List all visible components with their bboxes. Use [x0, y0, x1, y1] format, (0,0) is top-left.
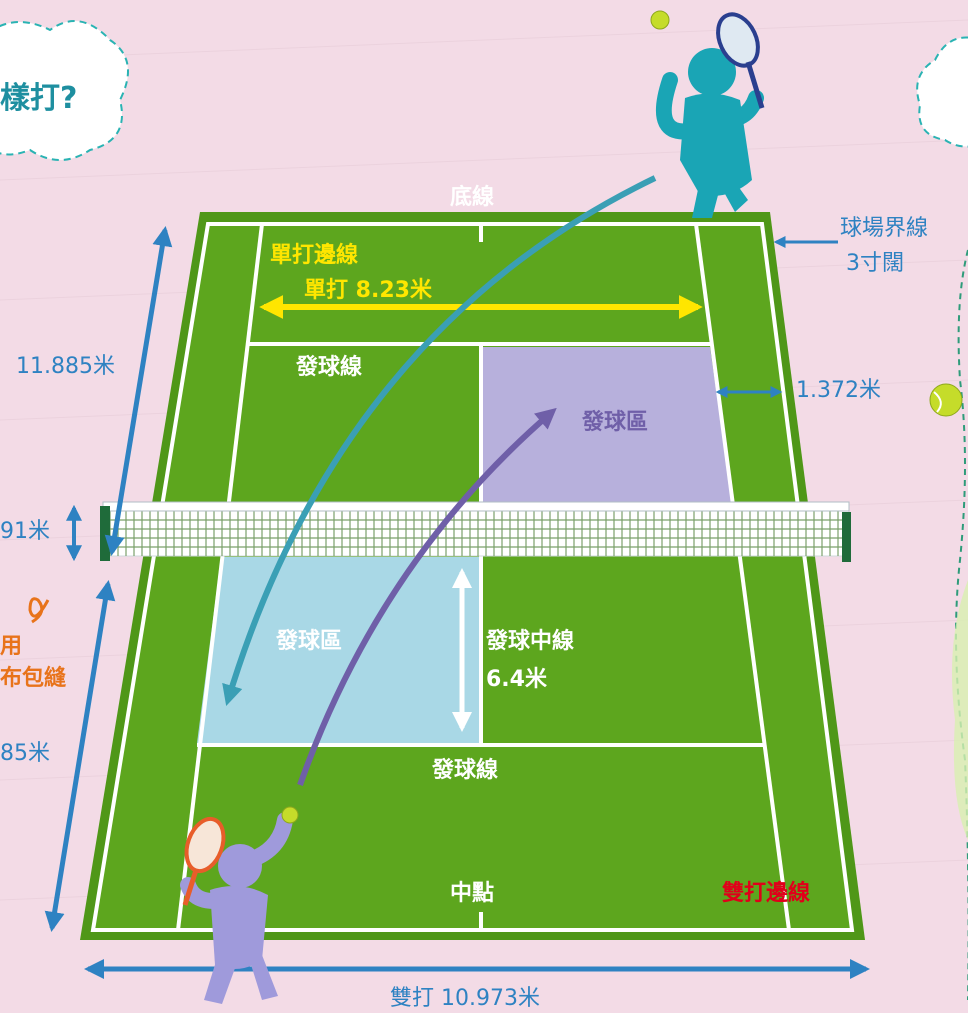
singles-sideline-label: 單打邊線: [270, 243, 359, 268]
cloud-text: 樣打?: [0, 81, 78, 116]
speech-cloud-right: [916, 36, 968, 148]
decorative-curve: [955, 249, 968, 1000]
center-service-line-label: 發球中線: [486, 629, 575, 654]
doubles-width-label: 雙打 10.973米: [390, 986, 540, 1011]
alley-width-label: 1.372米: [796, 378, 881, 403]
ball-seam: [933, 391, 942, 413]
serve-path-from-bottom: [297, 407, 557, 787]
half-length-bottom-label: 85米: [0, 741, 50, 766]
tennis-racket-icon: [716, 12, 765, 109]
net-height-label: 91米: [0, 519, 50, 544]
decorative-swirl: [28, 597, 50, 624]
tennis-ball-icon: [650, 10, 670, 30]
center-mark-label: 中點: [450, 881, 495, 906]
service-line-bottom-label: 發球線: [432, 758, 499, 783]
doubles-sideline-label: 雙打邊線: [722, 881, 811, 906]
baseline-label: 底線: [450, 185, 495, 210]
orange-note-line-2: 布包縫: [0, 666, 67, 691]
serve-path-from-top: [222, 175, 657, 707]
service-box-bottom-label: 發球區: [276, 629, 343, 654]
tennis-net-icon: [100, 501, 851, 562]
tennis-ball-icon: [929, 383, 963, 417]
tennis-ball-icon: [281, 806, 299, 824]
tennis-racket-icon: [182, 816, 226, 906]
service-box-purple: [481, 347, 732, 502]
service-line-top-label: 發球線: [296, 355, 363, 380]
half-length-top-label: 11.885米: [16, 354, 115, 379]
tennis-player-top-icon: [655, 48, 764, 218]
singles-width-label: 單打 8.23米: [304, 278, 432, 303]
speech-cloud-left: [0, 20, 129, 161]
half-length-top-arrow: [104, 226, 173, 556]
decorative-green-wash: [951, 580, 968, 840]
service-box-blue: [197, 557, 481, 743]
half-length-bottom-arrow: [44, 580, 116, 932]
boundary-line-label-2: 3寸闊: [846, 251, 904, 276]
service-length-label: 6.4米: [486, 667, 547, 692]
service-box-top-label: 發球區: [582, 410, 649, 435]
orange-note-line-1: 用: [0, 634, 23, 659]
tennis-player-bottom-icon: [180, 812, 293, 1004]
boundary-line-label-1: 球場界線: [840, 216, 929, 241]
